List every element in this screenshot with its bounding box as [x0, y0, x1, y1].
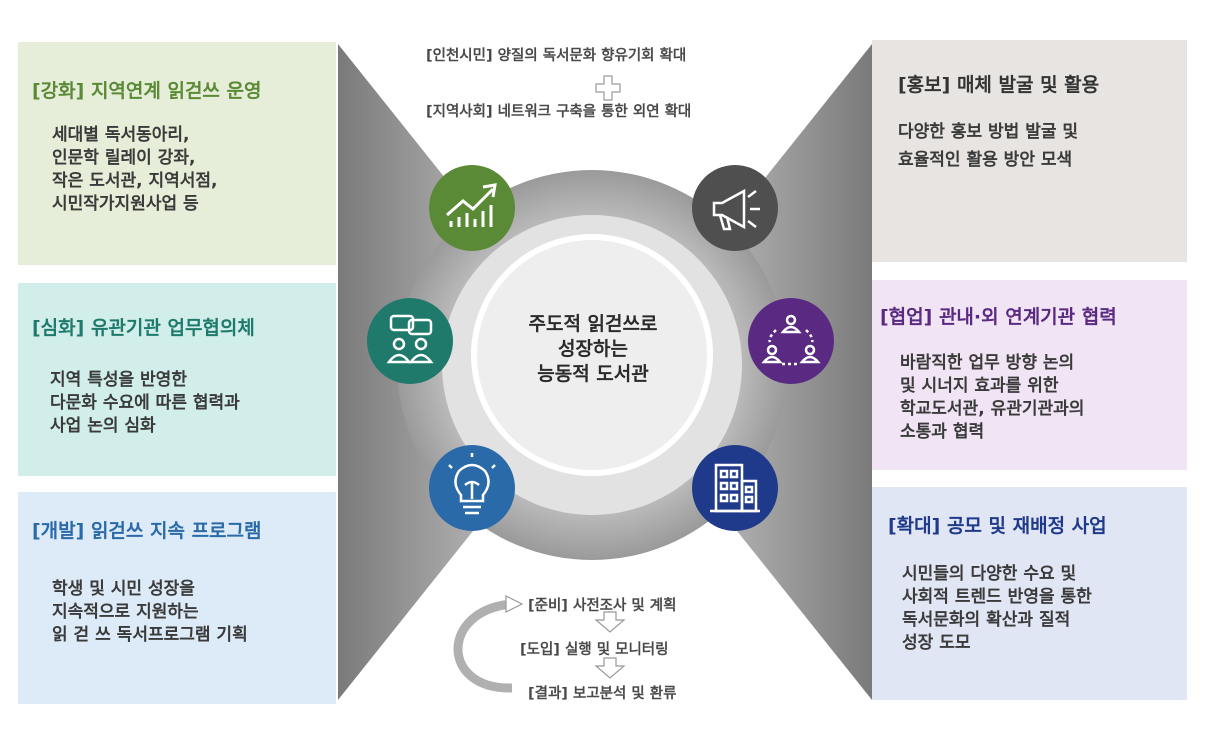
- center-line: 능동적 도서관: [537, 363, 649, 385]
- body-line: 인문학 릴레이 강좌,: [52, 148, 196, 168]
- body-line: 소통과 협력: [900, 422, 985, 442]
- body-line: 학생 및 시민 성장을: [52, 579, 195, 599]
- box-promote: [홍보] 매체 발굴 및 활용 다양한 홍보 방법 발굴 및 효율적인 활용 방…: [872, 40, 1187, 262]
- center-line: 성장하는: [558, 338, 628, 360]
- step-introduce: [도입] 실행 및 모니터링: [520, 642, 669, 658]
- body-line: 효율적인 활용 방안 모색: [898, 150, 1073, 170]
- building-icon: [692, 445, 778, 531]
- box-title: [심화] 유관기관 업무협의체: [32, 317, 255, 339]
- body-line: 성장 도모: [902, 633, 971, 653]
- box-title: [강화] 지역연계 읽걷쓰 운영: [32, 80, 262, 102]
- box-body: 바람직한 업무 방향 논의 및 시너지 효과를 위한 학교도서관, 유관기관과의…: [900, 352, 1084, 444]
- body-line: 다문화 수요에 따른 협력과: [50, 393, 240, 413]
- body-line: 학교도서관, 유관기관과의: [900, 399, 1085, 419]
- box-cooperate: [협업] 관내·외 연계기관 협력 바람직한 업무 방향 논의 및 시너지 효과…: [872, 280, 1187, 470]
- box-body: 학생 및 시민 성장을 지속적으로 지원하는 읽 걷 쓰 독서프로그램 기획: [52, 578, 248, 647]
- step-result: [결과] 보고분석 및 환류: [528, 686, 677, 702]
- down-arrow-1: [594, 611, 626, 633]
- center-title: 주도적 읽걷쓰로 성장하는 능동적 도서관: [478, 312, 708, 387]
- body-line: 작은 도서관, 지역서점,: [52, 171, 218, 191]
- body-line: 사회적 트렌드 반영을 통한: [902, 587, 1092, 607]
- plus-mark: [595, 75, 621, 101]
- body-line: 및 시너지 효과를 위한: [900, 376, 1059, 396]
- body-line: 시민들의 다양한 수요 및: [902, 564, 1077, 584]
- lightbulb-icon: [429, 445, 515, 531]
- box-title: [개발] 읽걷쓰 지속 프로그램: [32, 520, 262, 542]
- chat-people-icon: [367, 298, 453, 384]
- megaphone-icon: [692, 165, 778, 251]
- box-title: [홍보] 매체 발굴 및 활용: [898, 74, 1100, 96]
- box-body: 다양한 홍보 방법 발굴 및 효율적인 활용 방안 모색: [898, 118, 1078, 174]
- center-circle: [471, 234, 713, 476]
- box-body: 세대별 독서동아리, 인문학 릴레이 강좌, 작은 도서관, 지역서점, 시민작…: [52, 124, 218, 216]
- step-prepare: [준비] 사전조사 및 계획: [528, 598, 677, 614]
- body-line: 다양한 홍보 방법 발굴 및: [898, 122, 1079, 142]
- top-note-community: [지역사회] 네트워크 구축을 통한 외연 확대: [426, 104, 692, 120]
- body-line: 읽 걷 쓰 독서프로그램 기획: [52, 625, 248, 645]
- body-line: 세대별 독서동아리,: [52, 125, 190, 145]
- box-title: [확대] 공모 및 재배정 사업: [888, 515, 1107, 537]
- box-title: [협업] 관내·외 연계기관 협력: [880, 306, 1117, 328]
- network-people-icon: [748, 298, 834, 384]
- growth-chart-icon: [429, 165, 515, 251]
- box-strengthen: [강화] 지역연계 읽걷쓰 운영 세대별 독서동아리, 인문학 릴레이 강좌, …: [18, 42, 336, 265]
- body-line: 지속적으로 지원하는: [52, 602, 199, 622]
- down-arrow-2: [594, 657, 626, 679]
- body-line: 시민작가지원사업 등: [52, 194, 199, 214]
- box-body: 시민들의 다양한 수요 및 사회적 트렌드 반영을 통한 독서문화의 확산과 질…: [902, 563, 1092, 655]
- body-line: 사업 논의 심화: [50, 416, 156, 436]
- body-line: 지역 특성을 반영한: [50, 370, 187, 390]
- box-develop: [개발] 읽걷쓰 지속 프로그램 학생 및 시민 성장을 지속적으로 지원하는 …: [18, 492, 336, 704]
- body-line: 바람직한 업무 방향 논의: [900, 353, 1075, 373]
- cycle-loop-arrow: [453, 599, 513, 693]
- box-deepen: [심화] 유관기관 업무협의체 지역 특성을 반영한 다문화 수요에 따른 협력…: [18, 283, 336, 476]
- center-line: 주도적 읽걷쓰로: [528, 313, 658, 335]
- box-expand: [확대] 공모 및 재배정 사업 시민들의 다양한 수요 및 사회적 트렌드 반…: [872, 487, 1187, 700]
- box-body: 지역 특성을 반영한 다문화 수요에 따른 협력과 사업 논의 심화: [50, 369, 240, 438]
- body-line: 독서문화의 확산과 질적: [902, 610, 1071, 630]
- top-note-citizen: [인천시민] 양질의 독서문화 향유기회 확대: [426, 48, 687, 64]
